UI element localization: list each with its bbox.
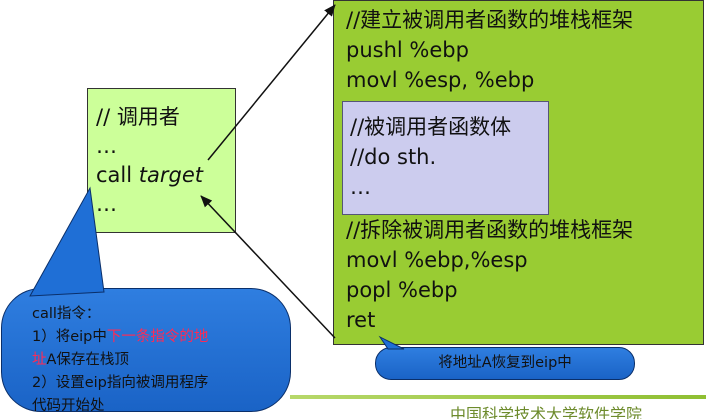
callout-call-line2-suffix: A保存在栈顶 bbox=[46, 352, 129, 368]
callout-call-line3: 2）设置eip指向被调用程序 bbox=[32, 375, 209, 391]
caller-comment: // 调用者 bbox=[96, 105, 180, 129]
body-comment: //被调用者函数体 bbox=[350, 115, 512, 139]
call-callout-tail bbox=[29, 186, 105, 297]
callee-setup-comment: //建立被调用者函数的堆栈框架 bbox=[346, 8, 634, 32]
ret-callout-tail bbox=[378, 335, 405, 350]
callee-teardown-comment: //拆除被调用者函数的堆栈框架 bbox=[346, 218, 634, 242]
callee-movl-ebp: movl %ebp,%esp bbox=[346, 248, 528, 272]
caller-call-line: call target bbox=[96, 161, 235, 190]
ret-callout: 将地址A恢复到eip中 bbox=[375, 347, 635, 380]
callee-pushl: pushl %ebp bbox=[346, 38, 469, 62]
callout-call-line1-prefix: 1）将eip中 bbox=[32, 329, 107, 345]
call-keyword: call bbox=[96, 163, 139, 187]
body-ellipsis: … bbox=[350, 175, 371, 199]
callee-ret: ret bbox=[346, 308, 376, 332]
caller-ellipsis-bottom: … bbox=[96, 192, 117, 216]
callout-call-title: call指令： bbox=[32, 306, 101, 322]
call-target: target bbox=[138, 163, 203, 187]
caller-ellipsis-top: … bbox=[96, 134, 117, 158]
call-arrow bbox=[207, 4, 336, 161]
callee-movl-esp: movl %esp, %ebp bbox=[346, 68, 535, 92]
callout-call-line2: 址A保存在栈顶 bbox=[32, 349, 290, 372]
callout-call-line4: 代码开始处 bbox=[32, 398, 105, 414]
body-do-sth: //do sth. bbox=[350, 145, 437, 169]
callee-popl: popl %ebp bbox=[346, 278, 458, 302]
footer-text: 中国科学技术大学软件学院 bbox=[450, 405, 643, 419]
callout-call-line1-highlight: 下一条指令的地 bbox=[106, 329, 209, 345]
caller-code-box: // 调用者 … call target … bbox=[87, 88, 236, 233]
return-arrow bbox=[200, 195, 336, 339]
callout-call-line2-highlight: 址 bbox=[32, 352, 47, 368]
call-instruction-callout: call指令： 1）将eip中下一条指令的地 址A保存在栈顶 2）设置eip指向… bbox=[1, 288, 291, 414]
footer-divider bbox=[290, 395, 706, 399]
callout-call-line1: 1）将eip中下一条指令的地 bbox=[32, 326, 290, 349]
ret-callout-text: 将地址A恢复到eip中 bbox=[438, 355, 572, 371]
callee-body-box: //被调用者函数体 //do sth. … bbox=[342, 101, 549, 215]
